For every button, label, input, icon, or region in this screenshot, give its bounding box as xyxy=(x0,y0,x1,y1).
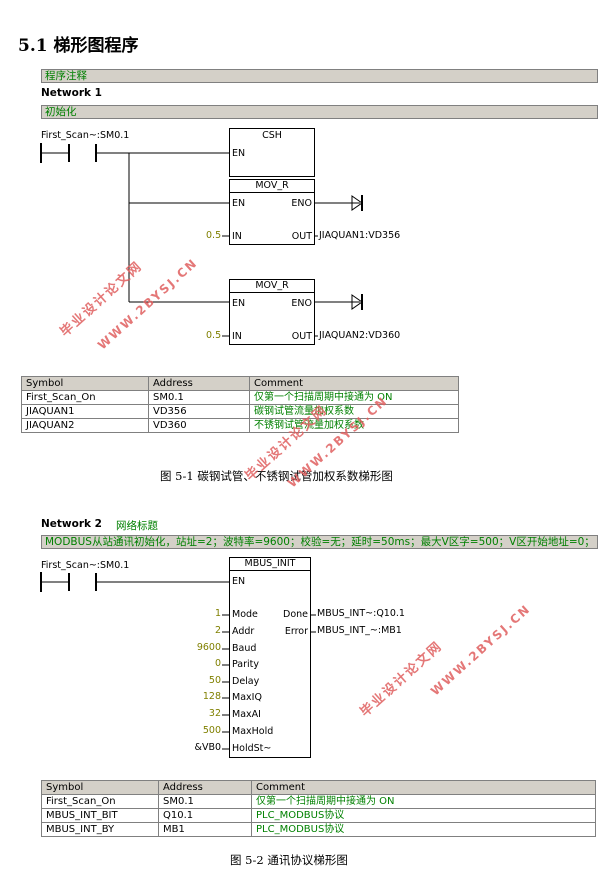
table-cell: First_Scan_On xyxy=(21,390,149,405)
mov1-eno-pin: ENO xyxy=(291,198,312,209)
mbus-pin-error: Error xyxy=(284,626,308,637)
mbus-init-block[interactable]: MBUS_INIT EN Mode Addr Baud Parity Delay… xyxy=(229,557,311,758)
mbus-pin-done: Done xyxy=(283,609,308,620)
table-row[interactable]: First_Scan_On SM0.1 仅第一个扫描周期中接通为 ON xyxy=(21,390,459,405)
mbus-value-maxai[interactable]: 32 xyxy=(208,708,221,719)
mov-r-block-1[interactable]: MOV_R EN ENO IN OUT xyxy=(229,179,315,245)
network1-contact-label: First_Scan~:SM0.1 xyxy=(41,130,130,141)
table-row[interactable]: JIAQUAN2 VD360 不锈钢试管流量加权系数 xyxy=(21,418,459,433)
table-cell: MBUS_INT_BY xyxy=(41,822,159,837)
network2-contact-label: First_Scan~:SM0.1 xyxy=(41,560,130,571)
table-cell: PLC_MODBUS协议 xyxy=(251,808,596,823)
table-header-cell: Address xyxy=(158,780,252,795)
table-cell: MB1 xyxy=(158,822,252,837)
mbus-pin-mode: Mode xyxy=(232,609,258,620)
symbol-table-1: Symbol Address Comment First_Scan_On SM0… xyxy=(21,376,459,433)
network2-label: Network 2 xyxy=(41,518,102,530)
mbus-init-title: MBUS_INIT xyxy=(230,558,310,571)
mbus-pin-parity: Parity xyxy=(232,659,260,670)
network2-contact[interactable] xyxy=(68,573,97,591)
mbus-value-delay[interactable]: 50 xyxy=(208,675,221,686)
mbus-value-maxiq[interactable]: 128 xyxy=(202,691,221,702)
mbus-done-output[interactable]: MBUS_INT~:Q10.1 xyxy=(317,608,405,619)
mov2-in-pin: IN xyxy=(232,331,242,342)
table-row[interactable]: JIAQUAN1 VD356 碳钢试管流量加权系数 xyxy=(21,404,459,419)
mov1-out-pin: OUT xyxy=(291,231,312,242)
csh-en-pin: EN xyxy=(232,148,246,159)
mbus-pin-maxiq: MaxIQ xyxy=(232,692,262,703)
mbus-pin-maxai: MaxAI xyxy=(232,709,261,720)
mbus-pin-holdst: HoldSt~ xyxy=(232,743,272,754)
table-cell: SM0.1 xyxy=(148,390,250,405)
table-cell: Q10.1 xyxy=(158,808,252,823)
mov1-title: MOV_R xyxy=(230,180,314,193)
table-cell: JIAQUAN2 xyxy=(21,418,149,433)
mov2-en-pin: EN xyxy=(232,298,246,309)
table-row[interactable]: MBUS_INT_BY MB1 PLC_MODBUS协议 xyxy=(41,822,596,837)
network1-contact[interactable] xyxy=(68,144,97,162)
table-cell: 仅第一个扫描周期中接通为 ON xyxy=(249,390,459,405)
table-cell: VD360 xyxy=(148,418,250,433)
mbus-value-mode[interactable]: 1 xyxy=(214,608,221,619)
mov2-out-pin: OUT xyxy=(291,331,312,342)
csh-block[interactable]: CSH EN xyxy=(229,128,315,177)
table-cell: SM0.1 xyxy=(158,794,252,809)
mbus-value-holdst[interactable]: &VB0 xyxy=(194,742,221,753)
table-cell: 仅第一个扫描周期中接通为 ON xyxy=(251,794,596,809)
table-cell: JIAQUAN1 xyxy=(21,404,149,419)
mbus-error-output[interactable]: MBUS_INT_~:MB1 xyxy=(317,625,402,636)
table-header-cell: Symbol xyxy=(21,376,149,391)
mov2-title: MOV_R xyxy=(230,280,314,293)
network2-comment-bar[interactable]: MODBUS从站通讯初始化，站址=2；波特率=9600；校验=无；延时=50ms… xyxy=(41,535,598,549)
mbus-pin-addr: Addr xyxy=(232,626,255,637)
mbus-value-baud[interactable]: 9600 xyxy=(196,642,221,653)
table-header-cell: Comment xyxy=(249,376,459,391)
mbus-value-maxhold[interactable]: 500 xyxy=(202,725,221,736)
mov1-in-value[interactable]: 0.5 xyxy=(206,230,222,241)
mov-r-block-2[interactable]: MOV_R EN ENO IN OUT xyxy=(229,279,315,345)
table-cell: First_Scan_On xyxy=(41,794,159,809)
table-cell: MBUS_INT_BIT xyxy=(41,808,159,823)
mov1-out-value[interactable]: JIAQUAN1:VD356 xyxy=(319,230,401,241)
figure-caption-2: 图 5-2 通讯协议梯形图 xyxy=(230,853,348,867)
network1-label: Network 1 xyxy=(41,87,102,99)
network1-comment-bar[interactable]: 初始化 xyxy=(41,105,598,119)
table-cell: VD356 xyxy=(148,404,250,419)
mbus-value-parity[interactable]: 0 xyxy=(214,658,221,669)
mbus-pin-delay: Delay xyxy=(232,676,260,687)
mbus-pin-maxhold: MaxHold xyxy=(232,726,274,737)
table-header-row: Symbol Address Comment xyxy=(41,780,596,795)
table-header-cell: Address xyxy=(148,376,250,391)
table-header-row: Symbol Address Comment xyxy=(21,376,459,391)
mov2-out-value[interactable]: JIAQUAN2:VD360 xyxy=(319,330,401,341)
table-cell: 不锈钢试管流量加权系数 xyxy=(249,418,459,433)
program-comment-bar[interactable]: 程序注释 xyxy=(41,69,598,83)
mbus-pin-baud: Baud xyxy=(232,643,257,654)
symbol-table-2: Symbol Address Comment First_Scan_On SM0… xyxy=(41,780,596,837)
mbus-en-pin: EN xyxy=(232,576,246,587)
table-row[interactable]: First_Scan_On SM0.1 仅第一个扫描周期中接通为 ON xyxy=(41,794,596,809)
table-header-cell: Comment xyxy=(251,780,596,795)
mov2-in-value[interactable]: 0.5 xyxy=(206,330,222,341)
table-row[interactable]: MBUS_INT_BIT Q10.1 PLC_MODBUS协议 xyxy=(41,808,596,823)
mbus-value-addr[interactable]: 2 xyxy=(214,625,221,636)
table-cell: PLC_MODBUS协议 xyxy=(251,822,596,837)
section-title: 5.1 梯形图程序 xyxy=(18,36,139,56)
csh-title: CSH xyxy=(262,130,282,141)
network2-title[interactable]: 网络标题 xyxy=(116,520,158,532)
mov1-en-pin: EN xyxy=(232,198,246,209)
figure-caption-1: 图 5-1 碳钢试管、不锈钢试管加权系数梯形图 xyxy=(160,469,393,483)
mov1-in-pin: IN xyxy=(232,231,242,242)
table-header-cell: Symbol xyxy=(41,780,159,795)
mov2-eno-pin: ENO xyxy=(291,298,312,309)
